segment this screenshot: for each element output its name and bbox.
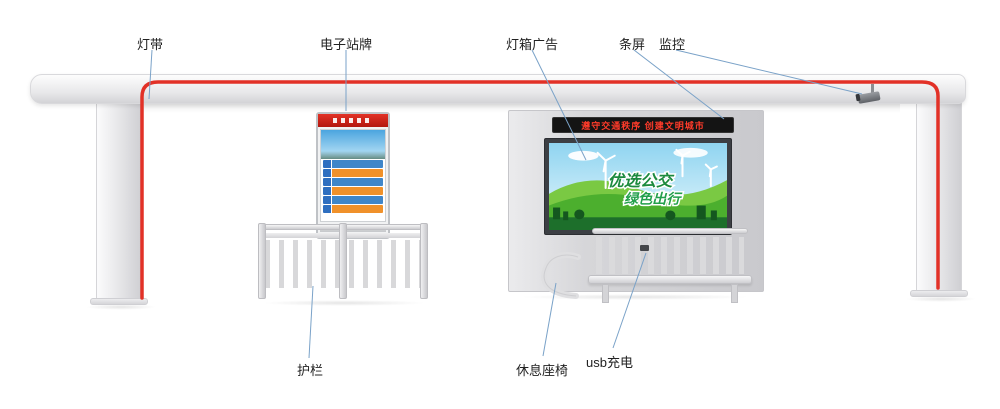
guardrail-post (420, 223, 428, 299)
ad-slogan-line2: 绿色出行 (624, 191, 683, 207)
left-pillar-shadow (86, 304, 156, 310)
rest-bench (588, 228, 752, 303)
bench-backrest-rail (592, 228, 748, 234)
kiosk-header-banner (318, 114, 388, 127)
usb-charging-port (640, 245, 649, 251)
guardrail (258, 223, 428, 300)
left-pillar-base (90, 298, 148, 305)
surveillance-camera-icon (855, 84, 886, 106)
route-row (323, 169, 383, 177)
bench-seat (588, 275, 752, 284)
left-pillar (96, 100, 142, 300)
route-row (323, 196, 383, 204)
right-pillar-shadow (906, 296, 976, 302)
route-row (323, 187, 383, 195)
bench-leg (731, 284, 738, 303)
route-row (323, 205, 383, 213)
led-strip-text: 遵守交通秩序 创建文明城市 (581, 120, 705, 131)
camera-body (857, 91, 881, 104)
railing-shadow (262, 300, 426, 306)
kiosk-screen (320, 129, 386, 222)
label-guardrail: 护栏 (297, 363, 324, 378)
right-pillar-base (910, 290, 968, 297)
lightbox-ad-screen: 优选公交 绿色出行 (544, 138, 732, 235)
led-strip-screen: 遵守交通秩序 创建文明城市 (552, 117, 734, 133)
label-bench: 休息座椅 (516, 363, 569, 378)
bench-leg (602, 284, 609, 303)
shelter-roof (30, 74, 966, 104)
label-electronic-sign: 电子站牌 (320, 37, 373, 52)
bench-backrest-slats (596, 237, 744, 274)
label-strip-screen: 条屏 (619, 37, 646, 52)
label-monitor: 监控 (659, 37, 686, 52)
bench-armrest (541, 252, 581, 299)
label-light-strip: 灯带 (137, 37, 164, 52)
guardrail-post (339, 223, 347, 299)
guardrail-post (258, 223, 266, 299)
label-usb-charging: usb充电 (586, 355, 633, 370)
right-pillar (916, 100, 962, 292)
kiosk-screen-image (321, 130, 385, 159)
ad-artwork: 优选公交 绿色出行 (549, 143, 727, 230)
route-row (323, 178, 383, 186)
ad-slogan-line1: 优选公交 (608, 172, 675, 190)
electronic-stop-sign (316, 112, 390, 239)
route-row (323, 160, 383, 168)
label-lightbox-ad: 灯箱广告 (506, 37, 559, 52)
kiosk-header-text-glyphs (333, 118, 373, 123)
